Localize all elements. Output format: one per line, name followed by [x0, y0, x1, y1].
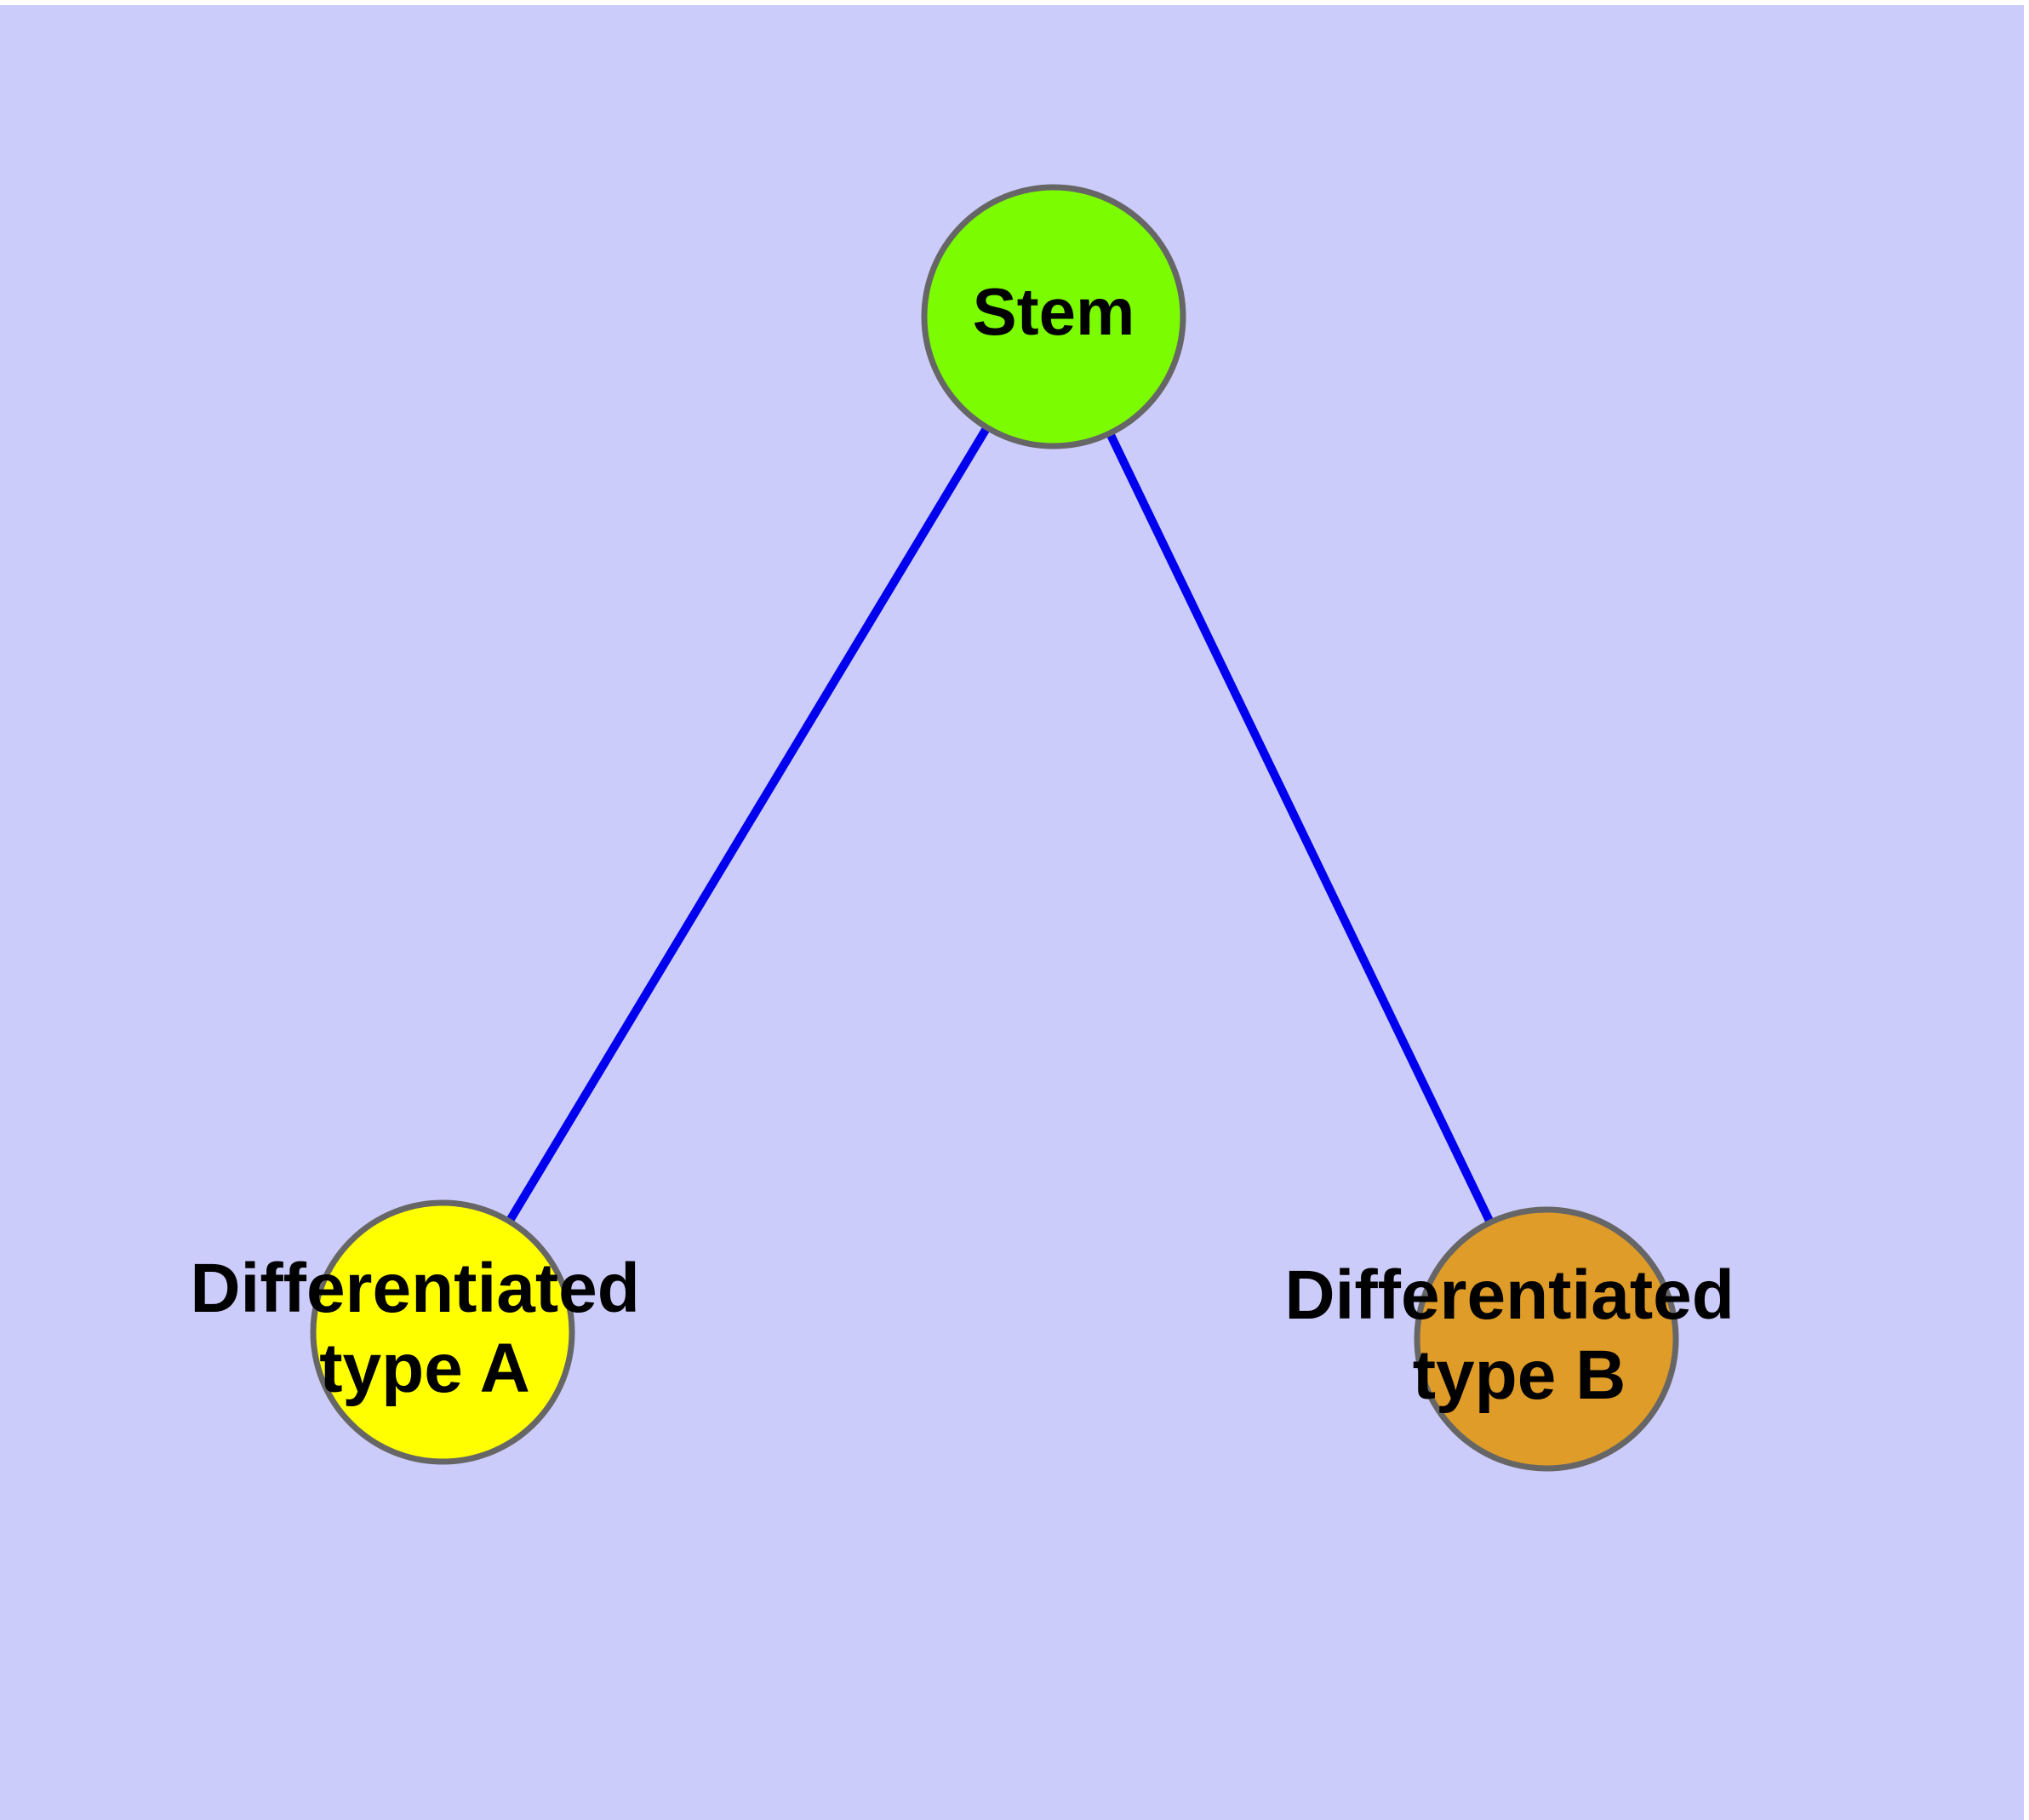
node-differentiated-type-b[interactable]: [1414, 1206, 1679, 1472]
edge-stem-to-differentiated-type-b: [1049, 314, 1551, 1342]
edge-stem-to-differentiated-type-a: [438, 314, 1058, 1335]
labels-group: Stem Differentiated type A Differentiate…: [190, 274, 1753, 1414]
edges-group: [438, 314, 1551, 1342]
node-label-stem-line-1: Stem: [973, 274, 1135, 349]
nodes-group: [310, 184, 1679, 1472]
node-label-differentiated-type-a-line-1: Differentiated: [190, 1250, 640, 1327]
node-stem[interactable]: [921, 184, 1186, 449]
node-label-differentiated-type-b-line-1: Differentiated: [1284, 1256, 1735, 1334]
node-label-differentiated-type-b-line-2: type B: [1413, 1336, 1626, 1414]
node-differentiated-type-a[interactable]: [310, 1199, 575, 1465]
node-label-differentiated-type-b: Differentiated type B: [1284, 1256, 1753, 1414]
node-label-stem: Stem: [973, 274, 1135, 349]
node-label-differentiated-type-a: Differentiated type A: [190, 1250, 659, 1407]
node-label-differentiated-type-a-line-2: type A: [319, 1330, 530, 1407]
